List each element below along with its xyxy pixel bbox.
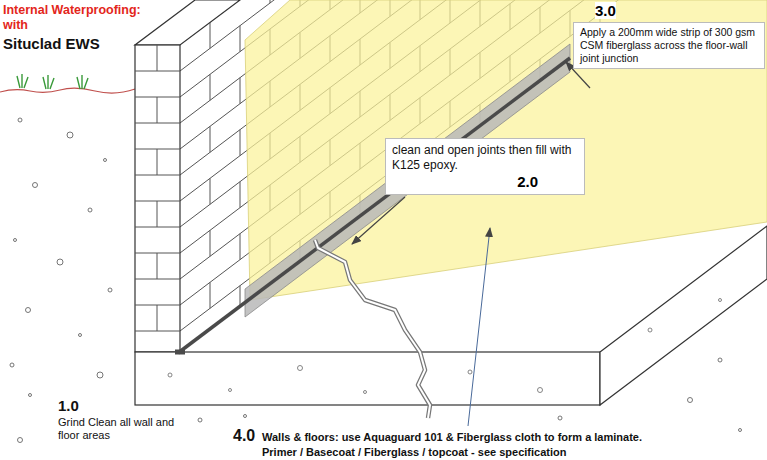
soil-dot [29,394,32,397]
step-note: Grind Clean all wall and floor areas [58,416,180,442]
crack [315,240,430,418]
callout-number: 3.0 [595,2,616,19]
aggregate-dot [468,370,472,374]
brick-joint [240,26,241,52]
aggregate-dot [719,299,722,302]
aggregate-dot [364,391,367,394]
slab-front-face [135,352,600,405]
brick-line [157,253,158,279]
step-note: Primer / Basecoat / Fiberglass / topcoat… [262,445,566,459]
soil-dot [26,308,31,313]
joint-end [175,350,185,355]
grass-tuft [77,75,88,89]
soil-dot [79,334,82,337]
callout-body: Apply a 200mm wide strip of 300 gsm CSM … [573,22,765,69]
brick-joint [240,130,241,156]
brick-joint [210,178,211,204]
brick-joint [210,230,211,256]
brick-joint [240,234,241,260]
brick-joint [210,74,211,100]
aggregate-dot [648,328,652,332]
soil-dot [558,416,562,420]
soil-dot [244,415,247,418]
crack-outline [315,240,430,418]
brick-joint [240,182,241,208]
soil-dot [57,259,63,265]
brick-line [157,97,158,123]
soil-dot [18,438,23,443]
ground-line [0,88,135,93]
brick-joint [240,78,241,104]
soil-dot [108,288,112,292]
brick-joint [210,126,211,152]
front-bricks [135,45,180,331]
aggregate-dot [538,388,543,393]
callout-box: 3.0Apply a 200mm wide strip of 300 gsm C… [573,2,765,69]
soil-dot [88,208,92,212]
soil-dot [18,118,22,122]
callout-number: 1.0 [58,397,79,414]
brick-line [157,149,158,175]
soil-dot [688,398,693,403]
brick-line [157,305,158,331]
callout-text: clean and open joints then fill with K12… [392,143,578,173]
soil-dot [67,132,73,138]
callout-box: clean and open joints then fill with K12… [385,138,585,195]
grass-tuft [17,74,28,88]
aggregate-dot [229,389,232,392]
leader-arrow [352,197,405,244]
callout-text: Apply a 200mm wide strip of 300 gsm CSM … [580,26,758,65]
epoxy-joint [178,58,570,353]
soil-dot [33,183,38,188]
aggregate-dot [168,373,172,377]
slab-side-face [600,226,767,405]
brick-joint [270,0,271,3]
callout-number: 2.0 [392,173,578,190]
grass-tuft [43,75,54,89]
soil-dot [10,363,14,367]
step-note: Walls & floors: use Aquaguard 101 & Fibe… [262,430,642,444]
brick-line [157,45,158,71]
title: Internal Waterproofing: with [3,3,153,33]
soil-dot [14,239,17,242]
brick-joint [210,22,211,48]
brick-joint [210,282,211,308]
soil-dot [104,159,107,162]
brick-line [157,201,158,227]
soil-dot [718,358,722,362]
soil-dot [198,418,202,422]
soil-dot [739,429,742,432]
callout-number: 4.0 [233,427,255,445]
wall-top-face [135,0,240,45]
product-name: Situclad EWS [3,35,100,52]
wall-front-face [135,45,180,352]
soil-dot [97,372,103,378]
leader-arrow [468,228,490,426]
grass [17,74,88,89]
aggregate-dot [298,366,303,371]
